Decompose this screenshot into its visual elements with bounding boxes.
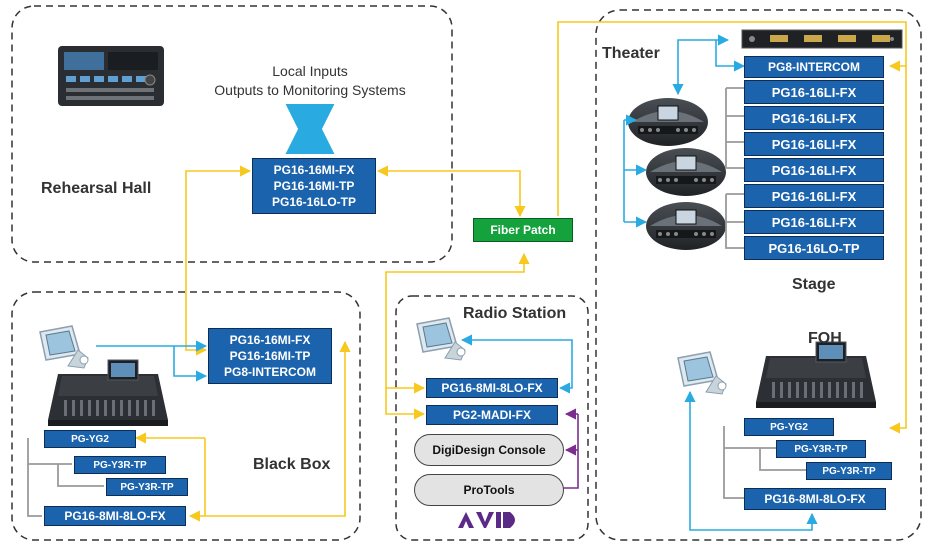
zone-outlines [11, 5, 922, 541]
avid-logo-icon [458, 512, 515, 528]
black-box-title: Black Box [253, 456, 331, 473]
foh-y3r-2[interactable]: PG-Y3R-TP [806, 462, 892, 480]
stage-box-icon [645, 147, 727, 197]
box-line: PG8-INTERCOM [223, 365, 316, 379]
digidesign-console-button[interactable]: DigiDesign Console [414, 434, 564, 466]
theater-box[interactable]: PG16-16LI-FX [744, 184, 884, 208]
theater-title: Theater [602, 45, 660, 62]
protools-button[interactable]: ProTools [414, 474, 564, 506]
theater-box[interactable]: PG8-INTERCOM [744, 56, 884, 78]
black-box-y3r-2[interactable]: PG-Y3R-TP [106, 478, 188, 496]
rehearsal-hall-box[interactable]: PG16-16MI-FX PG16-16MI-TP PG16-16LO-TP [252, 158, 376, 214]
radio-station-title: Radio Station [463, 305, 567, 322]
black-box-output[interactable]: PG16-8MI-8LO-FX [44, 506, 186, 526]
theater-box[interactable]: PG16-16LO-TP [744, 236, 884, 260]
black-box-main-box[interactable]: PG16-16MI-FX PG16-16MI-TP PG8-INTERCOM [208, 328, 332, 384]
black-box-yg2[interactable]: PG-YG2 [44, 430, 136, 448]
stage-box-icon [627, 97, 709, 147]
box-line: PG16-16LO-TP [271, 195, 357, 209]
digital-mixer-panel-icon [58, 46, 164, 106]
cyan-links [96, 34, 818, 531]
foh-title: FOH [808, 330, 842, 347]
radio-box-madi[interactable]: PG2-MADI-FX [426, 405, 558, 425]
stage-box-icon [645, 201, 727, 251]
box-line: PG16-16MI-FX [273, 163, 355, 177]
box-line: PG16-16MI-FX [229, 333, 311, 347]
foh-yg2[interactable]: PG-YG2 [744, 418, 834, 436]
rehearsal-caption-line1: Local Inputs [272, 63, 348, 79]
rack-unit-icon [741, 29, 903, 49]
theater-box[interactable]: PG16-16LI-FX [744, 106, 884, 130]
rehearsal-caption: Local Inputs Outputs to Monitoring Syste… [195, 62, 425, 100]
foh-monitor-icon [677, 351, 727, 395]
stage-title: Stage [792, 276, 836, 293]
fiber-patch-box[interactable]: Fiber Patch [473, 218, 573, 242]
gray-links [27, 87, 806, 517]
box-line: PG16-16MI-TP [229, 349, 311, 363]
rehearsal-hall-title: Rehearsal Hall [41, 180, 152, 197]
theater-zone [595, 9, 922, 541]
theater-box[interactable]: PG16-16LI-FX [744, 80, 884, 104]
black-box-y3r-1[interactable]: PG-Y3R-TP [74, 456, 166, 474]
foh-output[interactable]: PG16-8MI-8LO-FX [744, 488, 886, 510]
radio-box-8mi[interactable]: PG16-8MI-8LO-FX [426, 378, 558, 398]
foh-console-icon [755, 341, 877, 409]
rehearsal-caption-line2: Outputs to Monitoring Systems [214, 82, 406, 98]
black-box-monitor-icon [39, 325, 89, 369]
rehearsal-hall-zone [11, 5, 453, 263]
black-box-console-icon [47, 359, 169, 427]
foh-y3r-1[interactable]: PG-Y3R-TP [776, 440, 866, 458]
box-line: PG16-16MI-TP [273, 179, 355, 193]
theater-box[interactable]: PG16-16LI-FX [744, 132, 884, 156]
radio-monitor-icon [416, 317, 466, 361]
theater-box[interactable]: PG16-16LI-FX [744, 210, 884, 234]
theater-box[interactable]: PG16-16LI-FX [744, 158, 884, 182]
radio-station-zone [395, 295, 589, 541]
